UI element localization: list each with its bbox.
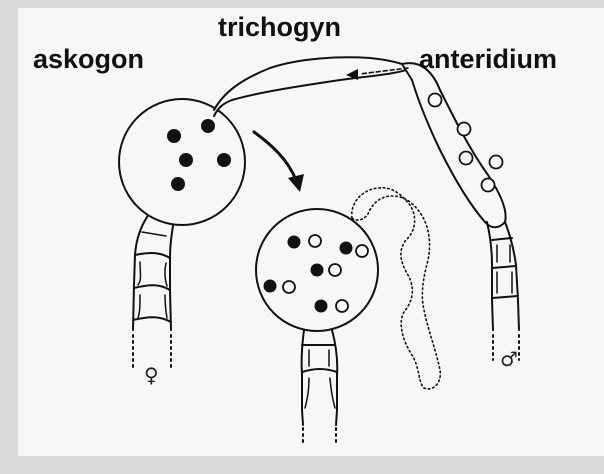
male-symbol: ♂ xyxy=(500,347,518,371)
female-nucleus xyxy=(179,153,193,167)
male-nucleus xyxy=(309,235,321,247)
male-nucleus xyxy=(356,245,368,257)
female-nucleus xyxy=(217,153,231,167)
female-symbol: ♀ xyxy=(144,363,159,387)
trichogyn-label: trichogyn xyxy=(218,12,341,43)
female-nucleus xyxy=(340,242,353,255)
transition-arrow-head xyxy=(288,174,304,192)
female-nucleus xyxy=(171,177,185,191)
female-nucleus xyxy=(201,119,215,133)
female-nucleus xyxy=(315,300,328,313)
anteridium-label: anteridium xyxy=(419,44,557,75)
male-nucleus xyxy=(283,281,295,293)
male-nucleus xyxy=(482,179,495,192)
female-nucleus xyxy=(167,129,181,143)
askogon-hypha xyxy=(133,210,175,370)
female-nucleus xyxy=(288,236,301,249)
male-nucleus xyxy=(458,123,471,136)
male-nucleus xyxy=(490,156,503,169)
male-nucleus xyxy=(329,264,341,276)
male-nucleus xyxy=(460,152,473,165)
askogon-label: askogon xyxy=(33,44,144,75)
female-nucleus xyxy=(311,264,324,277)
trichogyn xyxy=(214,57,412,116)
anteridium-hypha xyxy=(487,222,519,360)
center-hypha xyxy=(302,330,338,445)
male-nucleus xyxy=(336,300,348,312)
anteridium-cell xyxy=(402,63,506,227)
female-nucleus xyxy=(264,280,277,293)
transition-arrow xyxy=(254,132,296,180)
male-nucleus xyxy=(429,94,442,107)
